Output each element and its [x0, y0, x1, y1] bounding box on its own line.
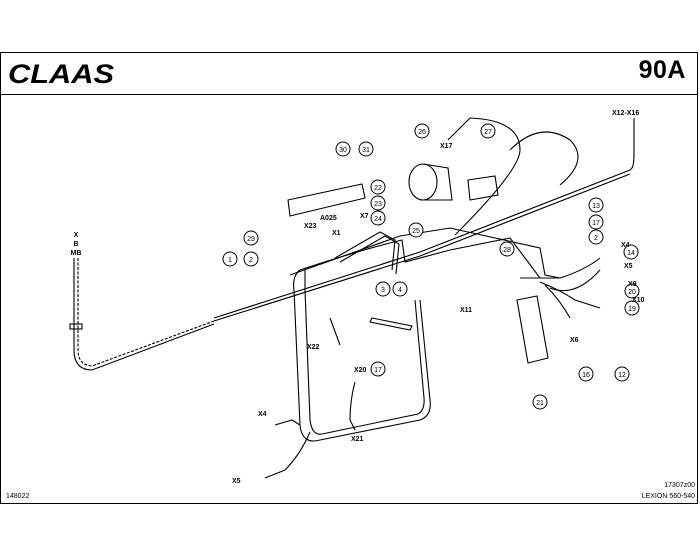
callout-14: 14 — [627, 250, 635, 257]
claas-logo: CLAAS — [8, 59, 114, 88]
callout-28: 28 — [503, 247, 511, 254]
side-label-b: B — [73, 241, 78, 248]
connector-x17: X17 — [440, 143, 453, 150]
callout-29: 29 — [247, 236, 255, 243]
callout-21: 21 — [536, 400, 544, 407]
drawing-frame — [0, 52, 698, 504]
connector-x6: X6 — [570, 337, 579, 344]
connector-x10: X10 — [632, 297, 645, 304]
callout-20: 20 — [628, 289, 636, 296]
callout-12: 12 — [618, 372, 626, 379]
connector-x23: X23 — [304, 223, 317, 230]
side-label-mb: MB — [71, 250, 82, 257]
callout-23: 23 — [374, 201, 382, 208]
connector-x20: X20 — [354, 367, 367, 374]
connector-x12-x16: X12-X16 — [612, 110, 639, 117]
callout-17-lower: 17 — [374, 367, 382, 374]
callout-19: 19 — [628, 306, 636, 313]
callout-17-right: 17 — [592, 220, 600, 227]
callout-13: 13 — [592, 203, 600, 210]
side-label-x: X — [74, 232, 79, 239]
footer-right-code: 17307z00 — [664, 482, 695, 489]
connector-x21: X21 — [351, 436, 364, 443]
callout-31: 31 — [362, 147, 370, 154]
connector-x5-left: X5 — [232, 478, 241, 485]
header-divider — [0, 94, 698, 95]
callout-1: 1 — [228, 257, 232, 264]
connector-x9: X9 — [628, 281, 637, 288]
callout-16: 16 — [582, 372, 590, 379]
connector-x1: X1 — [332, 230, 341, 237]
connector-x4-left: X4 — [258, 411, 267, 418]
page-number: 90A — [638, 56, 686, 84]
connector-x4-right: X4 — [621, 242, 630, 249]
connector-x11: X11 — [460, 307, 472, 314]
svg-text:CLAAS: CLAAS — [8, 59, 114, 88]
callout-25: 25 — [412, 228, 420, 235]
footer-left-code: 148022 — [6, 493, 29, 500]
connector-x22: X22 — [307, 344, 320, 351]
callout-26: 26 — [418, 129, 426, 136]
callout-27: 27 — [484, 129, 492, 136]
callout-22: 22 — [374, 185, 382, 192]
callout-30: 30 — [339, 147, 347, 154]
footer-model: LEXION 560-540 — [642, 493, 695, 500]
connector-x7: X7 — [360, 213, 369, 220]
callout-3: 3 — [381, 287, 385, 294]
callout-4: 4 — [398, 287, 402, 294]
callout-24: 24 — [374, 216, 382, 223]
callout-2-left: 2 — [249, 257, 253, 264]
connector-a025: A025 — [320, 215, 337, 222]
connector-x5-right: X5 — [624, 263, 633, 270]
callout-2-right: 2 — [594, 235, 598, 242]
